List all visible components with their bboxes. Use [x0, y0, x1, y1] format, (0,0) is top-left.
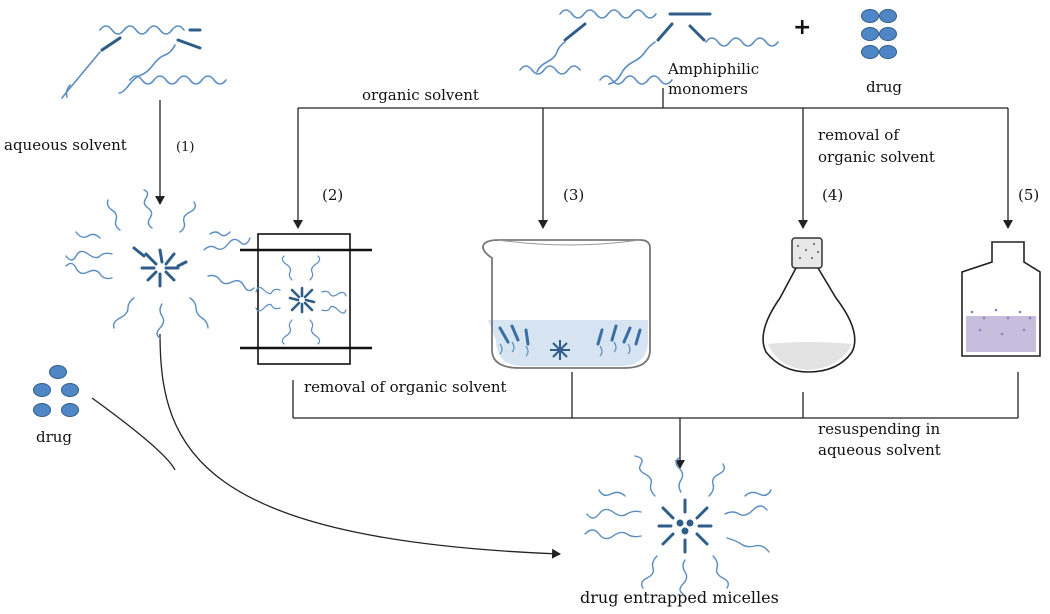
- label-removal-top-line2: organic solvent: [818, 148, 935, 166]
- step2-film-frame: [240, 233, 372, 365]
- label-removal-bottom: removal of organic solvent: [304, 378, 507, 396]
- label-step-2: (2): [322, 186, 344, 204]
- step5-bottle: [961, 241, 1041, 357]
- label-drug-left: drug: [36, 428, 73, 446]
- label-step-1: (1): [176, 140, 195, 155]
- plus-sign: +: [793, 15, 812, 40]
- step3-beaker: [482, 239, 651, 369]
- micelle-step1: [65, 189, 255, 339]
- label-resuspend-line2: aqueous solvent: [818, 441, 941, 459]
- monomers-top-center: [519, 9, 779, 85]
- label-resuspend-line1: resuspending in: [818, 420, 941, 438]
- label-step-3: (3): [563, 186, 585, 204]
- drug-cluster-left: [33, 365, 79, 417]
- connector-lines: [91, 88, 1019, 559]
- label-aqueous-solvent: aqueous solvent: [4, 136, 127, 154]
- label-removal-top-line1: removal of: [818, 126, 899, 144]
- label-drug-top: drug: [866, 78, 903, 96]
- label-amphiphilic-line2: monomers: [668, 80, 748, 98]
- label-amphiphilic-line1: Amphiphilic: [668, 60, 760, 78]
- step4-flask: [762, 237, 856, 373]
- label-step-4: (4): [822, 186, 844, 204]
- label-organic-solvent: organic solvent: [362, 86, 479, 104]
- drug-entrapped-micelle: [584, 455, 772, 595]
- monomers-top-left: [61, 25, 227, 99]
- label-product: drug entrapped micelles: [580, 588, 779, 607]
- drug-cluster-top: [861, 9, 897, 59]
- label-step-5: (5): [1018, 186, 1040, 204]
